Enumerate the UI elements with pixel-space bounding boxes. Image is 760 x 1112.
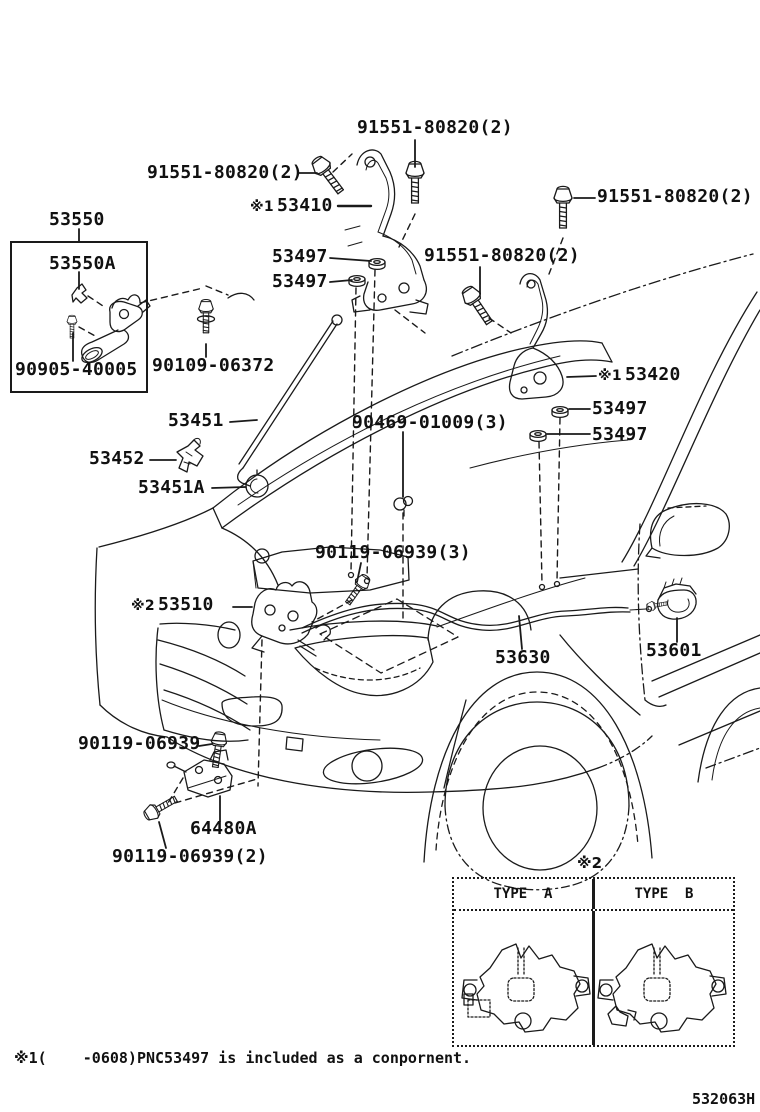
part-label-90905: 90905-40005	[15, 359, 138, 380]
drawing-code: 532063H	[692, 1090, 756, 1108]
front-wheel-art	[423, 634, 653, 891]
engine-bay-art	[252, 546, 561, 674]
bracket-64480A-art	[166, 749, 233, 798]
reference-mark: ※1	[250, 199, 274, 215]
part-label-90119-2: 90119-06939(2)	[112, 846, 268, 867]
inset-box-53550	[10, 241, 148, 393]
part-label-91551-left: 91551-80820(2)	[147, 162, 303, 183]
type-a-lock-art	[461, 943, 591, 1033]
part-label-53452: 53452	[89, 448, 145, 469]
part-label-53451A: 53451A	[138, 477, 205, 498]
table-header-row: TYPE A TYPE B	[454, 879, 733, 911]
table-body-row	[454, 911, 733, 1045]
part-label-53497-c: 53497	[592, 398, 648, 419]
rod-clip-53452-art	[176, 437, 204, 473]
hood-support-rod-art	[236, 314, 343, 487]
table-header-type-a: TYPE A	[454, 879, 595, 909]
clip-90469-art	[393, 495, 414, 517]
part-label-91551-mid: 91551-80820(2)	[424, 245, 580, 266]
bolts-art	[140, 152, 573, 824]
part-label-90119-3: 90119-06939(3)	[315, 542, 471, 563]
table-cell-type-b	[595, 911, 733, 1045]
part-label-90469: 90469-01009(3)	[352, 412, 508, 433]
hood-hinge-rh-53420-art	[508, 273, 564, 400]
footnote: ※1( -0608)PNC53497 is included as a conp…	[14, 1049, 472, 1067]
table-header-type-b: TYPE B	[634, 886, 694, 902]
lock-variant-table: TYPE A TYPE B	[452, 877, 735, 1047]
type-b-lock-art	[597, 943, 727, 1033]
rear-wheel-arch-art	[697, 687, 760, 783]
part-label-91551-right: 91551-80820(2)	[597, 186, 753, 207]
table-cell-type-a	[454, 911, 595, 1045]
part-label-53451: 53451	[168, 410, 224, 431]
table-reference-mark: ※2	[577, 854, 603, 872]
front-fascia-art	[94, 547, 653, 793]
rod-grommet-53451A-art	[245, 469, 269, 498]
part-label-91551-top: 91551-80820(2)	[357, 117, 513, 138]
part-label-90119: 90119-06939	[78, 733, 201, 754]
reference-mark: ※2	[131, 598, 155, 614]
part-label-53497-d: 53497	[592, 424, 648, 445]
reference-mark: ※1	[598, 368, 622, 384]
release-handle-53601-art	[645, 577, 697, 620]
part-label-53601: 53601	[646, 640, 702, 661]
mirror-art	[645, 502, 730, 559]
part-label-53497-a: 53497	[272, 246, 328, 267]
part-label-64480A: 64480A	[190, 818, 257, 839]
hood-hinge-lh-53410-art	[344, 149, 429, 315]
part-label-53550: 53550	[49, 209, 105, 230]
label-leader-lines	[72, 139, 678, 849]
assembly-dashed-lines	[78, 153, 564, 804]
release-cable-53630-art	[301, 602, 653, 634]
hood-lock-53510-art	[251, 581, 331, 657]
part-label-53497-b: 53497	[272, 271, 328, 292]
part-label-53630: 53630	[495, 647, 551, 668]
part-label-53550A: 53550A	[49, 253, 116, 274]
part-label-90109: 90109-06372	[152, 355, 275, 376]
windshield-roof-art	[451, 253, 760, 567]
